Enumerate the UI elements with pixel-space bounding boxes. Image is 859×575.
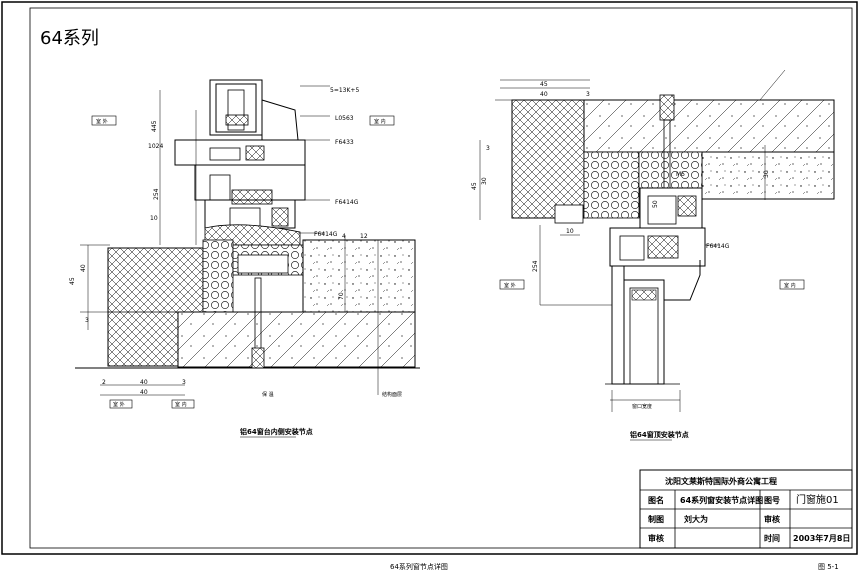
right-dim-mid-2: 50 bbox=[652, 200, 659, 208]
profile-label-l0563: L0563 bbox=[335, 115, 354, 122]
dim-mid-4: 4 bbox=[342, 233, 346, 240]
profile-label-f6414g-b: F6414G bbox=[314, 231, 338, 238]
right-head-detail: 45 40 3 45 30 3 10 50 M5 30 254 F6414G 室… bbox=[471, 69, 835, 441]
dim-top-1: 5=13K+5 bbox=[330, 87, 359, 94]
left-bottom-label-2: 室 内 bbox=[175, 401, 187, 408]
outer-frame bbox=[1, 1, 858, 555]
dim-mid-1: 1024 bbox=[148, 143, 163, 150]
left-sill-detail: 室 外 室 内 L0563 F6433 F6414G F6414G 5=13K+… bbox=[69, 79, 420, 438]
dim-mid-6: 70 bbox=[338, 292, 345, 300]
dim-bottom-4: 3 bbox=[182, 379, 186, 386]
profile-label-f6414g-a: F6414G bbox=[335, 199, 359, 206]
tb-r1-v2: 门窗施01 bbox=[796, 493, 839, 506]
tb-r3-v2: 2003年7月8日 bbox=[793, 533, 850, 543]
footer-title: 64系列窗节点详图 bbox=[390, 563, 448, 571]
dim-left-1: 40 bbox=[80, 264, 87, 272]
right-dim-mid-3: M5 bbox=[676, 171, 685, 178]
tb-project: 沈阳文莱斯特国际外商公寓工程 bbox=[665, 476, 777, 486]
right-dim-top-2: 40 bbox=[540, 91, 548, 98]
tb-r1-k1: 图名 bbox=[648, 495, 664, 505]
dim-left-2: 45 bbox=[69, 277, 76, 285]
tb-r3-k2: 时间 bbox=[764, 533, 780, 543]
tb-r2-k2: 审核 bbox=[764, 514, 780, 524]
dim-bottom-3: 40 bbox=[140, 389, 148, 396]
profile-label-f6433: F6433 bbox=[335, 139, 354, 146]
right-dim-mid-1: 10 bbox=[566, 228, 574, 235]
tb-r2-k1: 制图 bbox=[648, 514, 664, 524]
inner-frame bbox=[29, 7, 853, 549]
figure-number: 图 5-1 bbox=[818, 563, 839, 571]
left-label-interior: 室 内 bbox=[374, 118, 386, 125]
dim-left-3: 3 bbox=[85, 317, 89, 324]
left-caption: 铝64窗台内侧安装节点 bbox=[240, 427, 313, 436]
right-dim-left-2: 30 bbox=[481, 177, 488, 185]
left-label-exterior: 室 外 bbox=[96, 118, 108, 125]
left-bottom-label-1: 室 外 bbox=[113, 401, 125, 408]
right-profile-label: F6414G bbox=[706, 243, 730, 250]
dim-bottom-2: 40 bbox=[140, 379, 148, 386]
right-caption: 铝64窗顶安装节点 bbox=[630, 430, 689, 439]
dim-top-2: 445 bbox=[151, 120, 158, 132]
tb-r2-v1: 刘大为 bbox=[684, 514, 708, 524]
dim-mid-5: 12 bbox=[360, 233, 368, 240]
right-label-interior: 室 内 bbox=[784, 282, 796, 289]
dim-mid-3: 10 bbox=[150, 215, 158, 222]
right-dim-left-1: 45 bbox=[471, 182, 478, 190]
tb-r1-v1: 64系列窗安装节点详图 bbox=[680, 495, 763, 505]
dim-mid-2: 254 bbox=[153, 188, 160, 200]
right-dim-top-3: 3 bbox=[586, 91, 590, 98]
tb-r1-k2: 图号 bbox=[764, 496, 780, 505]
dim-bottom-1: 2 bbox=[102, 379, 106, 386]
right-dim-left-3: 3 bbox=[486, 145, 490, 152]
right-dim-top-1: 45 bbox=[540, 81, 548, 88]
right-bottom-label: 窗口宽度 bbox=[632, 403, 652, 410]
left-bottom-label-3: 保 温 bbox=[262, 391, 274, 398]
tb-r3-k1: 审核 bbox=[648, 533, 664, 543]
left-bottom-label-4: 结构面层 bbox=[382, 391, 402, 398]
series-title: 64系列 bbox=[40, 28, 99, 49]
right-label-exterior: 室 外 bbox=[504, 282, 516, 289]
title-block: 沈阳文莱斯特国际外商公寓工程 图名 64系列窗安装节点详图 图号 门窗施01 制… bbox=[639, 469, 853, 549]
right-dim-mid-4: 30 bbox=[763, 170, 770, 178]
right-dim-mid-5: 254 bbox=[532, 260, 539, 272]
